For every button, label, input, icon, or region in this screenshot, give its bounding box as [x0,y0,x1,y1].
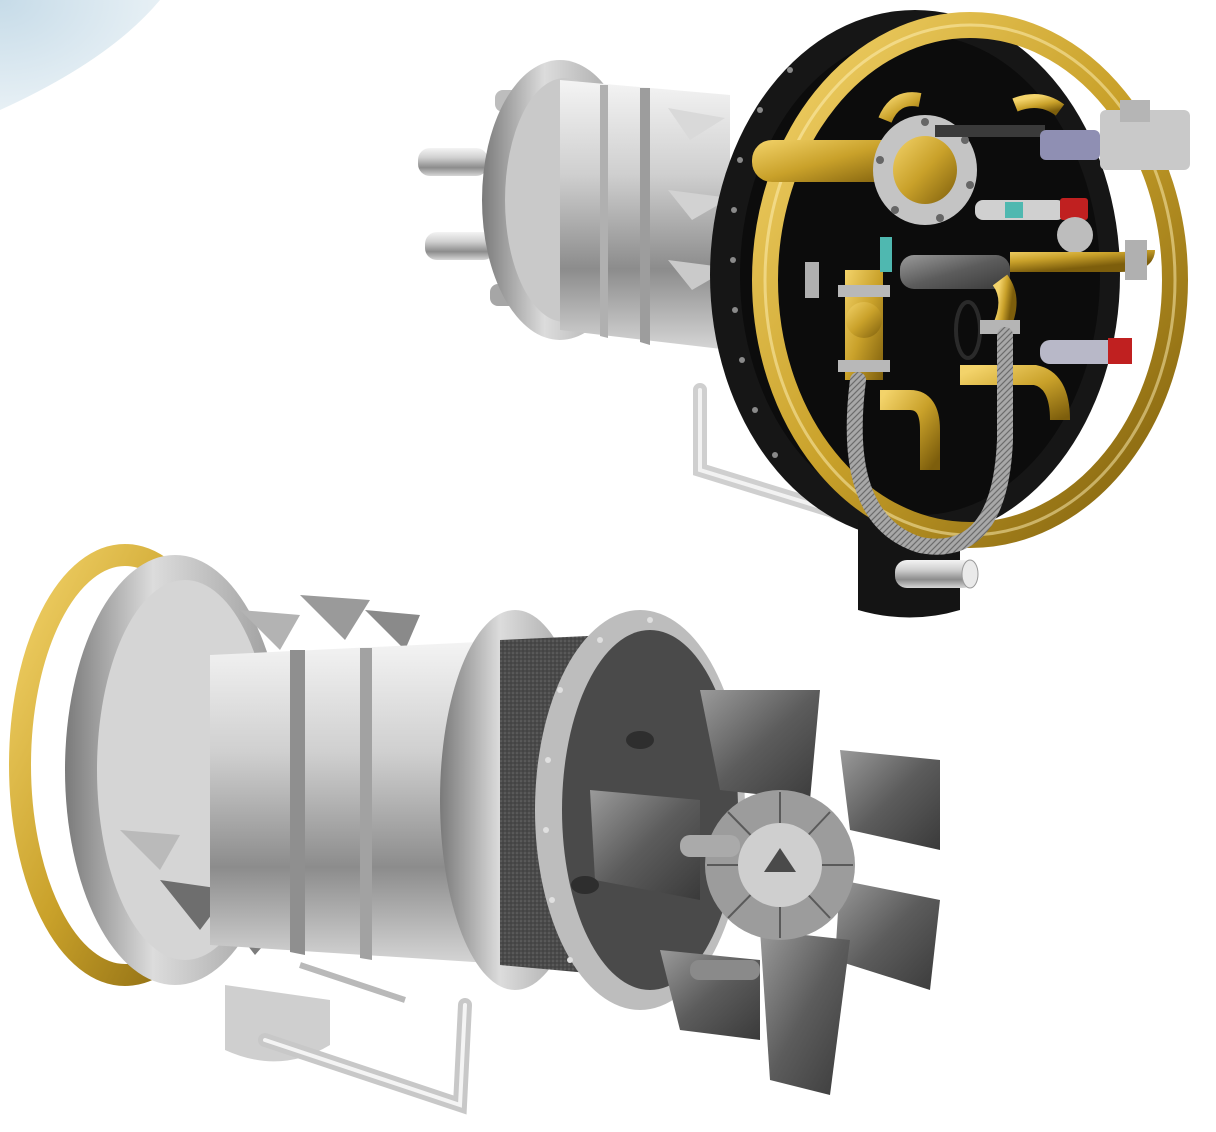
main-flange-bore [893,136,957,204]
front-bolt-ring [543,617,653,963]
valve-body [846,302,882,338]
stabilizer-petal [590,790,700,900]
red-indicator [1108,338,1132,364]
sight-port [571,876,599,894]
cylinder-band [360,648,372,960]
cylinder-seam [600,85,608,338]
teal-valve [880,237,892,272]
rear-tube [425,232,495,260]
igniter [1040,340,1120,364]
instrument-rod [935,125,1045,137]
exit-pipe [895,560,975,588]
vane [668,190,730,220]
front-support-pipe-highlight [263,1003,467,1108]
rear-tube [418,148,488,176]
stabilizer-petal [700,690,820,800]
main-brass-pipe [752,140,902,182]
flange-bolts [876,118,974,222]
bolt-ring [730,67,793,458]
actuator [1040,130,1100,160]
stub-flange [805,262,819,298]
valve-cap [1120,100,1150,122]
valve-flange [838,360,890,372]
valve-flange [838,285,890,297]
pilot-tube [900,255,1010,289]
brace-rod [299,962,406,1003]
flame-stabilizer [590,690,940,1095]
pipe-flange [1125,240,1147,280]
gun-tube [690,960,760,980]
fuel-nozzle [764,848,796,872]
cylinder-band [290,650,305,955]
stabilizer-petal [835,880,940,990]
brass-elbow [878,92,922,123]
stabilizer-petal [760,930,850,1095]
burner-assembly-front [9,544,940,1115]
exit-pipe-end [961,559,979,589]
teal-fitting [1005,202,1023,218]
sight-port [626,731,654,749]
lower-brass-pipe [960,365,1070,421]
braided-hose [846,327,1013,555]
stabilizer-petal [840,750,940,850]
brass-elbow [1012,94,1065,116]
valve-block [1100,110,1190,170]
gauge [1057,217,1093,253]
cylinder-seam [640,88,650,345]
corner-accent [0,0,160,110]
gun-tube [680,835,740,857]
burner-assembly-rear [418,10,1190,618]
red-indicator [1060,198,1088,220]
mounting-bracket [225,985,330,1062]
lower-brass-pipe [880,390,940,470]
vane [668,108,725,140]
